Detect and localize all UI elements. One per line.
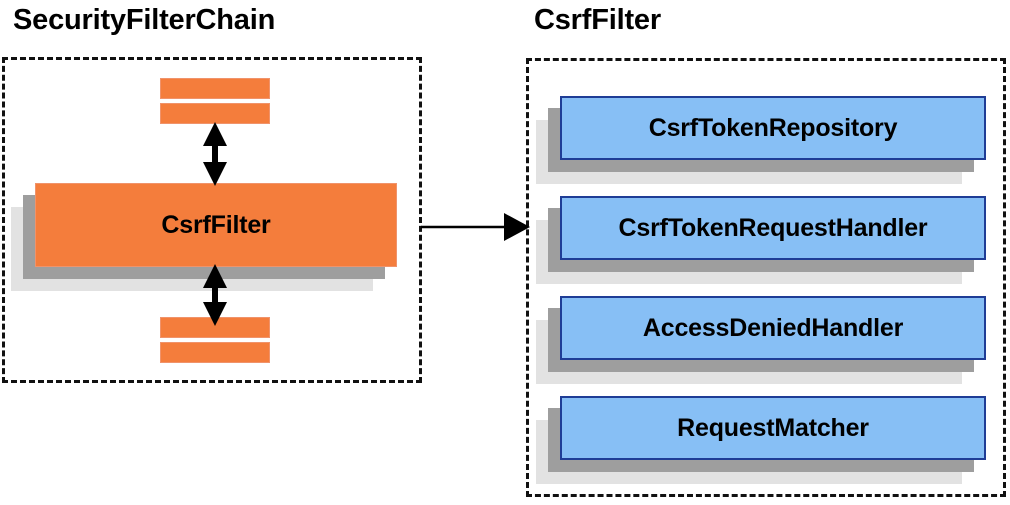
node-label-csrf-token-repository: CsrfTokenRepository — [648, 113, 898, 142]
node-label-access-denied-handler: AccessDeniedHandler — [642, 313, 904, 342]
panel-title-security-filter-chain: SecurityFilterChain — [13, 4, 276, 36]
node-face: CsrfFilter — [35, 183, 397, 267]
security-filter-chain-container — [2, 57, 422, 383]
panel-title-csrf-filter: CsrfFilter — [534, 4, 661, 36]
node-face: RequestMatcher — [560, 396, 986, 460]
node-csrf-token-repository[interactable]: CsrfTokenRepository — [536, 96, 986, 184]
filter-stub-top-1 — [160, 78, 270, 99]
node-csrf-token-request-handler[interactable]: CsrfTokenRequestHandler — [536, 196, 986, 284]
node-face: CsrfTokenRepository — [560, 96, 986, 160]
node-face: CsrfTokenRequestHandler — [560, 196, 986, 260]
node-access-denied-handler[interactable]: AccessDeniedHandler — [536, 296, 986, 384]
csrf-filter-container — [526, 58, 1006, 497]
filter-stub-bottom-1 — [160, 317, 270, 338]
node-label-csrf-filter: CsrfFilter — [161, 210, 271, 239]
node-csrf-filter[interactable]: CsrfFilter — [11, 183, 397, 291]
node-label-csrf-token-request-handler: CsrfTokenRequestHandler — [618, 213, 928, 242]
connector-chain-to-filter — [421, 213, 530, 241]
filter-stub-top-2 — [160, 103, 270, 124]
filter-stub-bottom-2 — [160, 342, 270, 363]
node-request-matcher[interactable]: RequestMatcher — [536, 396, 986, 484]
node-face: AccessDeniedHandler — [560, 296, 986, 360]
node-label-request-matcher: RequestMatcher — [677, 413, 869, 442]
